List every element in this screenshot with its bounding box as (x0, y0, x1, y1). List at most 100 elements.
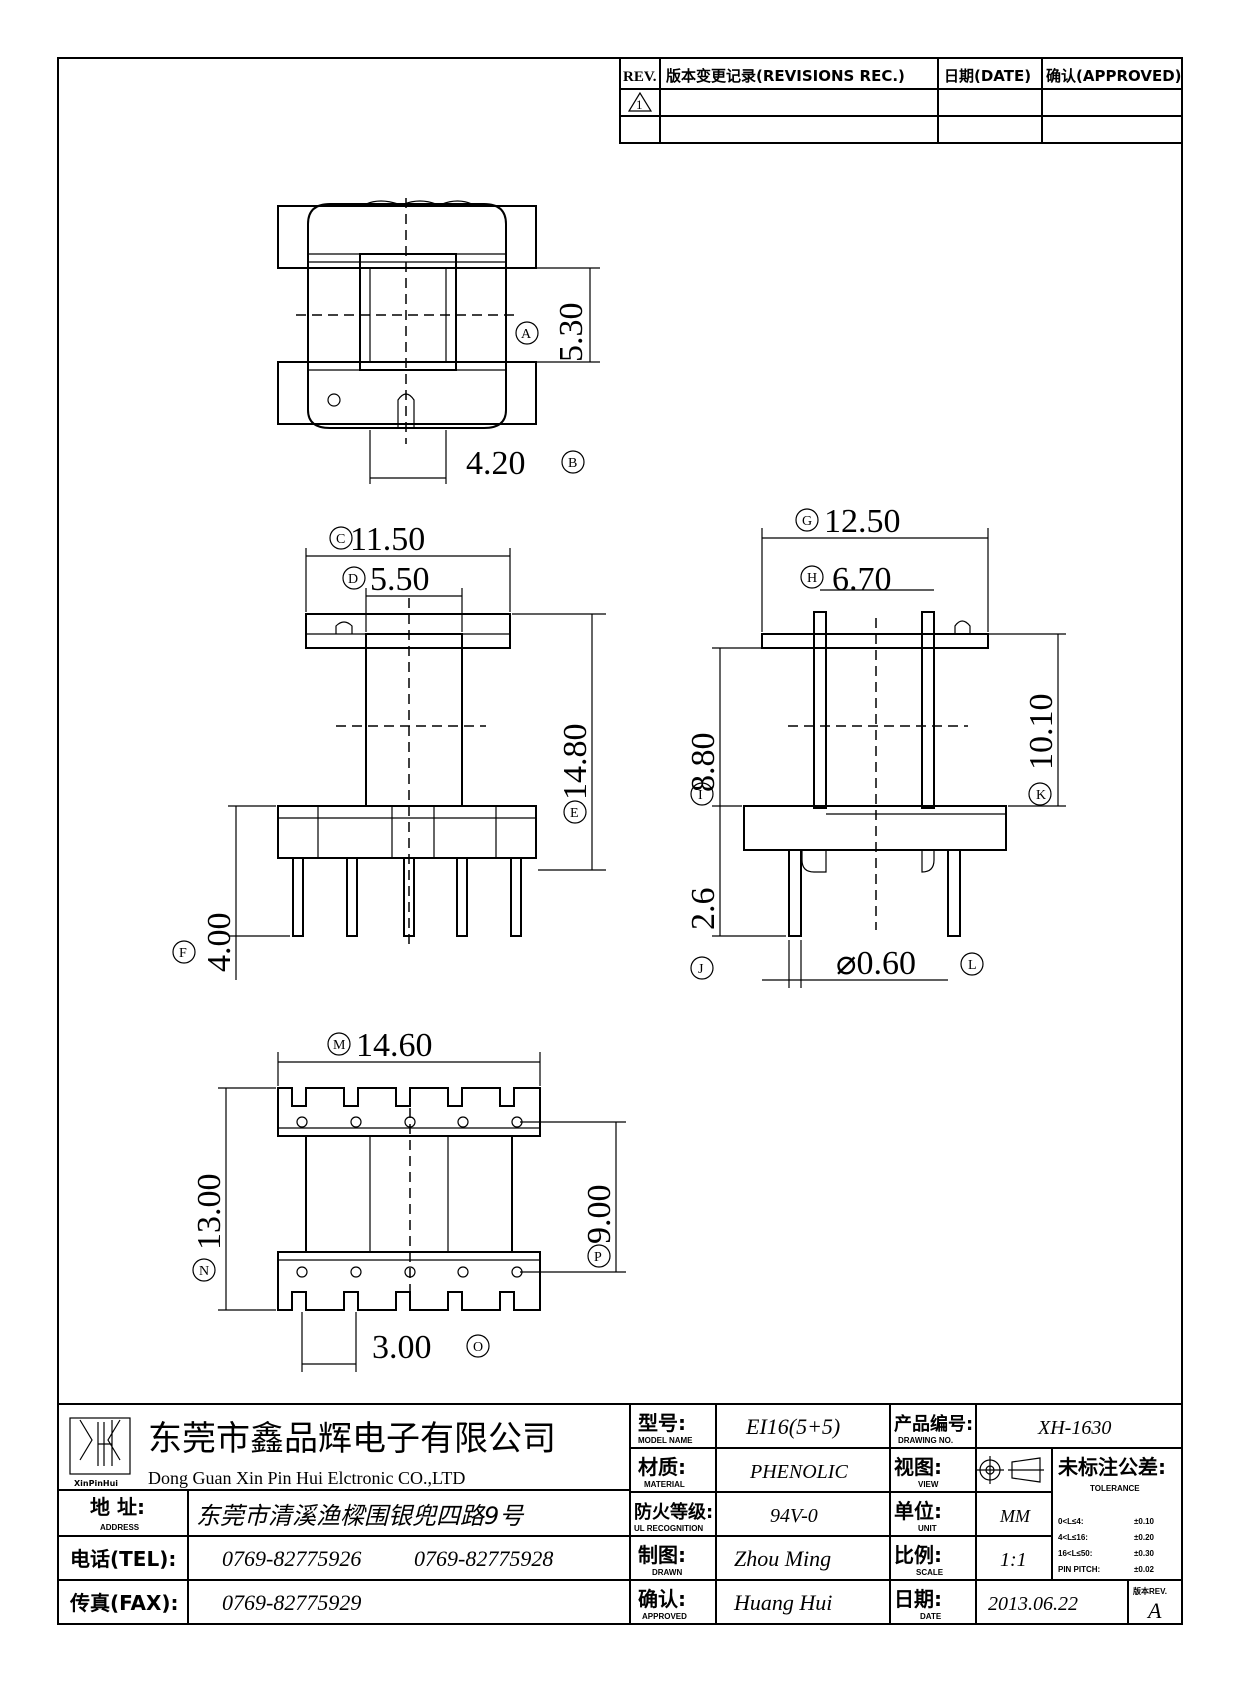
title-block: XinPinHui 东莞市鑫品辉电子有限公司 Dong Guan Xin Pin… (58, 1403, 1182, 1624)
dim-c-label: C (336, 532, 345, 547)
dim-d-value: 5.50 (370, 561, 430, 598)
dim-l-label: L (968, 958, 977, 973)
tel-value-2: 0769-82775928 (414, 1546, 553, 1571)
dim-b-label-circle (561, 450, 585, 474)
drawn-label-en: DRAWN (652, 1568, 682, 1577)
material-label-en: MATERIAL (644, 1480, 685, 1489)
scale-value: 1:1 (1000, 1549, 1027, 1571)
fax-value: 0769-82775929 (222, 1590, 361, 1615)
dim-o-label-circle (466, 1334, 490, 1358)
dim-k-label: K (1036, 788, 1046, 803)
revision-date-header: 日期(DATE) (944, 67, 1031, 85)
dim-m-label: M (333, 1038, 346, 1053)
revision-record-header: 版本变更记录(REVISIONS REC.) (666, 67, 905, 85)
tolerance-range-4: PIN PITCH: (1058, 1565, 1100, 1574)
tel-value-1: 0769-82775926 (222, 1546, 361, 1571)
projection-symbol-icon (976, 1456, 1044, 1484)
dim-d-label-circle (342, 566, 366, 590)
dim-l-value: ⌀0.60 (836, 945, 916, 982)
dim-g-label: G (802, 514, 812, 529)
dim-o-label: O (473, 1340, 483, 1355)
tel-label: 电话(TEL): (70, 1547, 176, 1571)
revision-table: REV. 版本变更记录(REVISIONS REC.) 日期(DATE) 确认(… (619, 57, 1183, 144)
dim-c-value: 11.50 (350, 521, 425, 558)
tolerance-range-1: 0<L≤4: (1058, 1517, 1084, 1526)
dim-j-value: 2.6 (685, 888, 722, 931)
dim-g-label-circle (795, 508, 819, 532)
dim-b-value: 4.20 (466, 445, 526, 482)
drawing-no-value: XH-1630 (1037, 1417, 1111, 1439)
model-value: EI16(5+5) (745, 1414, 840, 1439)
dim-f-label-circle (172, 940, 196, 964)
address-label: 地 址: (90, 1495, 145, 1519)
rev-header: REV. (623, 69, 657, 85)
model-label-en: MODEL NAME (638, 1436, 693, 1445)
tolerance-range-2: 4<L≤16: (1058, 1533, 1088, 1542)
tolerance-title: 未标注公差: (1058, 1455, 1166, 1479)
dim-a: 5.30 (553, 303, 590, 363)
ul-label: 防火等级: (634, 1501, 713, 1523)
view-label: 视图: (894, 1455, 942, 1479)
view-label-en: VIEW (918, 1480, 939, 1489)
tolerance-value-1: ±0.10 (1134, 1517, 1155, 1526)
dim-n-label: N (199, 1264, 209, 1279)
rev-value: A (1146, 1598, 1162, 1623)
drawn-label: 制图: (638, 1543, 686, 1567)
dim-n-label-circle (192, 1258, 216, 1282)
bottom-view: 14.60 M 13.00 N 3.00 O 9.00 P (191, 1027, 626, 1372)
dim-n-value: 13.00 (191, 1174, 228, 1251)
date-value: 2013.06.22 (988, 1593, 1078, 1615)
dim-c-label-circle (329, 526, 353, 550)
dim-p-value: 9.00 (581, 1185, 618, 1245)
dim-j-label-circle (690, 956, 714, 980)
scale-label-en: SCALE (916, 1568, 944, 1577)
dim-a-label-circle (515, 321, 539, 345)
dim-i-label: I (698, 788, 703, 803)
dim-o-value: 3.00 (372, 1329, 432, 1366)
dim-b-label: B (568, 456, 577, 471)
dim-a-value: 5.30 (553, 303, 590, 363)
drawn-value: Zhou Ming (734, 1546, 831, 1571)
revision-approved-header: 确认(APPROVED) (1046, 67, 1182, 85)
dim-i-value: 8.80 (685, 733, 722, 793)
model-label: 型号: (638, 1411, 686, 1435)
approved-value: Huang Hui (733, 1590, 832, 1615)
dim-m-value: 14.60 (356, 1027, 433, 1064)
dim-h-label: H (807, 571, 817, 586)
dim-k-label-circle (1028, 782, 1052, 806)
tolerance-value-2: ±0.20 (1134, 1533, 1155, 1542)
side-view: 12.50 G 6.70 H 8.80 I 2.6 J 10.10 K ⌀0.6… (685, 503, 1066, 988)
dim-p-label: P (594, 1250, 602, 1265)
date-label: 日期: (894, 1587, 942, 1611)
material-value: PHENOLIC (749, 1461, 848, 1483)
dim-a-label: A (521, 327, 532, 342)
unit-value: MM (999, 1506, 1031, 1526)
approved-label: 确认: (638, 1587, 686, 1611)
drawing-border (57, 57, 1183, 1625)
dim-d-label: D (348, 572, 358, 587)
tolerance-range-3: 16<L≤50: (1058, 1549, 1092, 1558)
company-name-cn: 东莞市鑫品辉电子有限公司 (148, 1419, 556, 1459)
drawing-no-label: 产品编号: (894, 1413, 973, 1435)
top-view: 5.30 A 4.20 B (277, 198, 600, 484)
fax-label: 传真(FAX): (69, 1591, 179, 1615)
dim-e-label-circle (563, 800, 587, 824)
unit-label: 单位: (894, 1499, 942, 1523)
dim-h-value: 6.70 (832, 561, 892, 598)
dim-i-label-circle (690, 782, 714, 806)
dim-e-value: 14.80 (557, 724, 594, 801)
ul-label-en: UL RECOGNITION (634, 1524, 703, 1533)
dim-e-label: E (570, 806, 579, 821)
revision-triangle-icon (627, 91, 653, 112)
date-label-en: DATE (920, 1612, 942, 1621)
drawing-no-label-en: DRAWING NO. (898, 1436, 953, 1445)
address-label-en: ADDRESS (100, 1523, 140, 1532)
logo-text: XinPinHui (74, 1479, 118, 1488)
dim-g-value: 12.50 (824, 503, 901, 540)
dim-p-label-circle (587, 1244, 611, 1268)
approved-label-en: APPROVED (642, 1612, 687, 1621)
address-value: 东莞市清溪渔樑围银兜四路9号 (196, 1502, 525, 1530)
revision-row-1-rev: 1 (636, 97, 643, 112)
dim-h-label-circle (800, 565, 824, 589)
